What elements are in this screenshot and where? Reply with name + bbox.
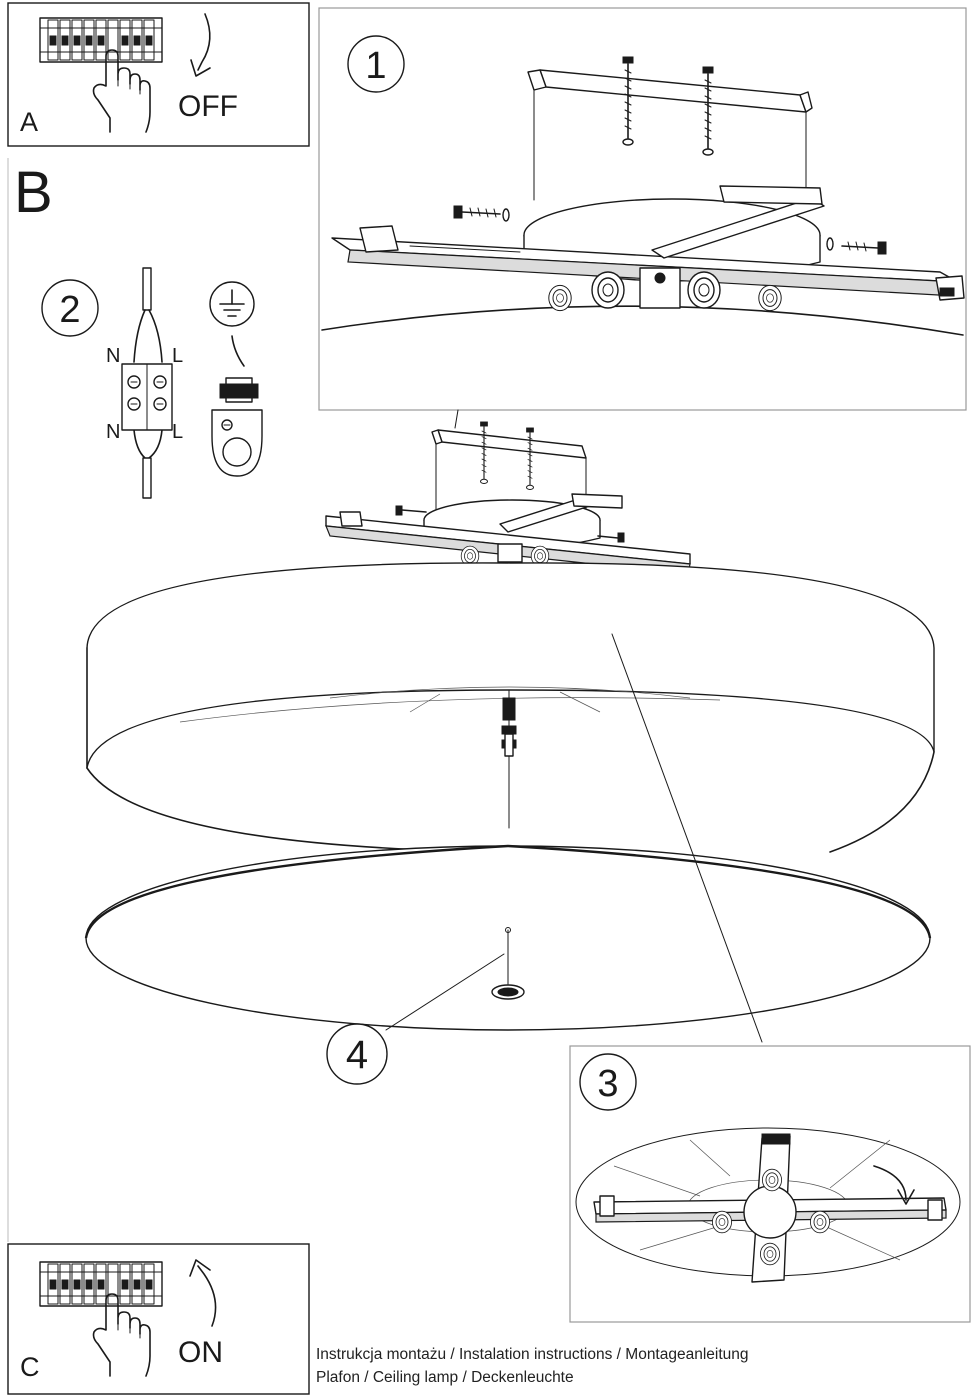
leader-line-step-4 <box>385 953 505 1031</box>
off-label: OFF <box>178 90 238 123</box>
step-2-wiring: 2 N L N L <box>41 267 263 499</box>
neutral-label-bottom: N <box>106 421 120 443</box>
step-2-number: 2 <box>59 289 80 331</box>
step-4-number: 4 <box>346 1033 368 1077</box>
ground-terminal <box>211 335 263 477</box>
center-threaded-rod <box>501 689 517 829</box>
curved-arrow-down-icon <box>190 13 211 77</box>
rotate-arrow-icon <box>873 1165 915 1205</box>
circuit-breaker-icon <box>39 1261 163 1307</box>
step-1-number: 1 <box>365 45 386 87</box>
curved-arrow-up-icon <box>189 1259 217 1327</box>
circuit-breaker-icon <box>39 17 163 63</box>
neutral-label-top: N <box>106 345 120 367</box>
assembly-bracket <box>431 421 587 511</box>
assembly-side-screw-left <box>395 505 427 516</box>
footer-line-product: Plafon / Ceiling lamp / Deckenleuchte <box>316 1369 574 1386</box>
panel-c-power-on: ON C <box>7 1243 310 1395</box>
lamp-sockets <box>548 267 782 312</box>
step-3-number: 3 <box>597 1063 618 1105</box>
lamp-diffuser <box>84 844 932 1031</box>
panel-a-letter: A <box>20 107 38 137</box>
panel-a-power-off: OFF A <box>7 2 310 147</box>
side-screw-right <box>826 237 887 255</box>
ground-symbol-icon <box>209 281 255 327</box>
step-3-inset: 3 <box>569 1045 971 1323</box>
terminal-block <box>121 363 173 431</box>
step-3-sockets <box>711 1168 831 1266</box>
panel-b-letter: B <box>14 160 53 225</box>
step-1-mounting-inset: 1 <box>318 7 967 411</box>
side-screw-left <box>453 205 510 222</box>
supply-cable <box>133 267 163 499</box>
footer-line-instructions: Instrukcja montażu / Instalation instruc… <box>316 1346 749 1363</box>
assembly-side-screw-right <box>597 532 625 543</box>
on-label: ON <box>178 1336 223 1369</box>
live-label-top: L <box>172 345 183 367</box>
leader-line-step-3 <box>611 633 763 1043</box>
live-label-bottom: L <box>172 421 183 443</box>
footer-caption: Instrukcja montażu / Instalation instruc… <box>316 1343 749 1389</box>
main-lamp-assembly: 4 <box>84 409 935 1085</box>
panel-c-letter: C <box>20 1352 40 1382</box>
